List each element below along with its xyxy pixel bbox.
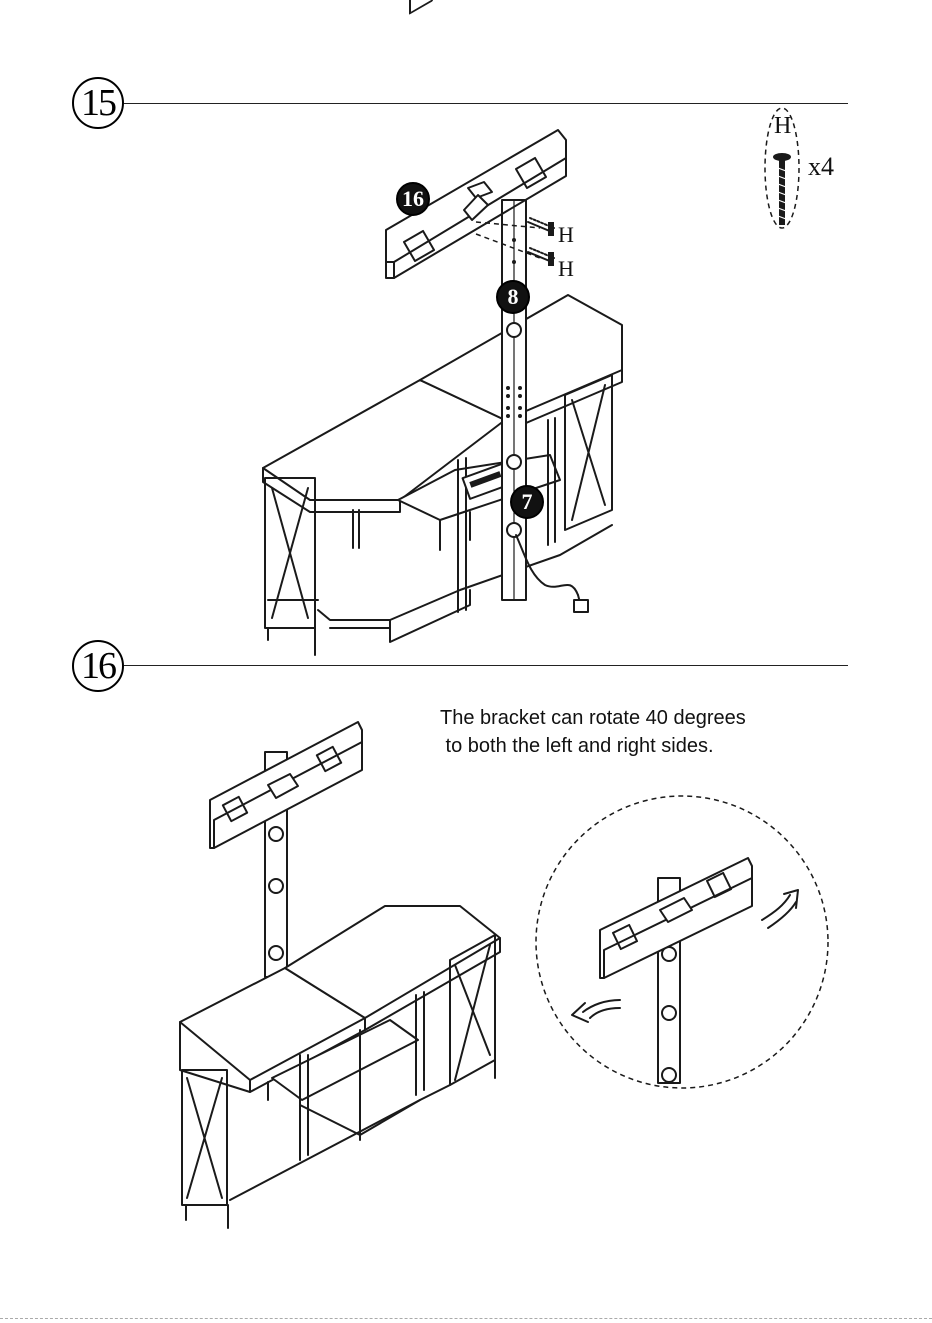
rotation-note-line-1: The bracket can rotate 40 degrees bbox=[440, 704, 746, 732]
rotation-detail bbox=[536, 796, 828, 1088]
screw-icon bbox=[528, 248, 554, 266]
curved-arrow-left-icon bbox=[572, 1000, 620, 1022]
step16-stand-drawing bbox=[180, 722, 500, 1228]
hardware-quantity: x4 bbox=[808, 152, 834, 182]
rotation-note-line-2: to both the left and right sides. bbox=[440, 732, 714, 760]
hardware-label: H bbox=[774, 113, 791, 140]
part-badge-7: 7 bbox=[510, 485, 544, 519]
step15-stand-drawing bbox=[263, 0, 799, 655]
step-number-16: 16 bbox=[72, 640, 124, 692]
screw-label: H bbox=[558, 256, 574, 282]
step-number-15: 15 bbox=[72, 77, 124, 129]
step-divider bbox=[124, 665, 848, 666]
part-badge-8: 8 bbox=[496, 280, 530, 314]
step-divider bbox=[124, 103, 848, 104]
page-bottom-edge bbox=[0, 1318, 932, 1319]
part-badge-16: 16 bbox=[396, 182, 430, 216]
curved-arrow-right-icon bbox=[762, 890, 798, 928]
screw-label: H bbox=[558, 222, 574, 248]
